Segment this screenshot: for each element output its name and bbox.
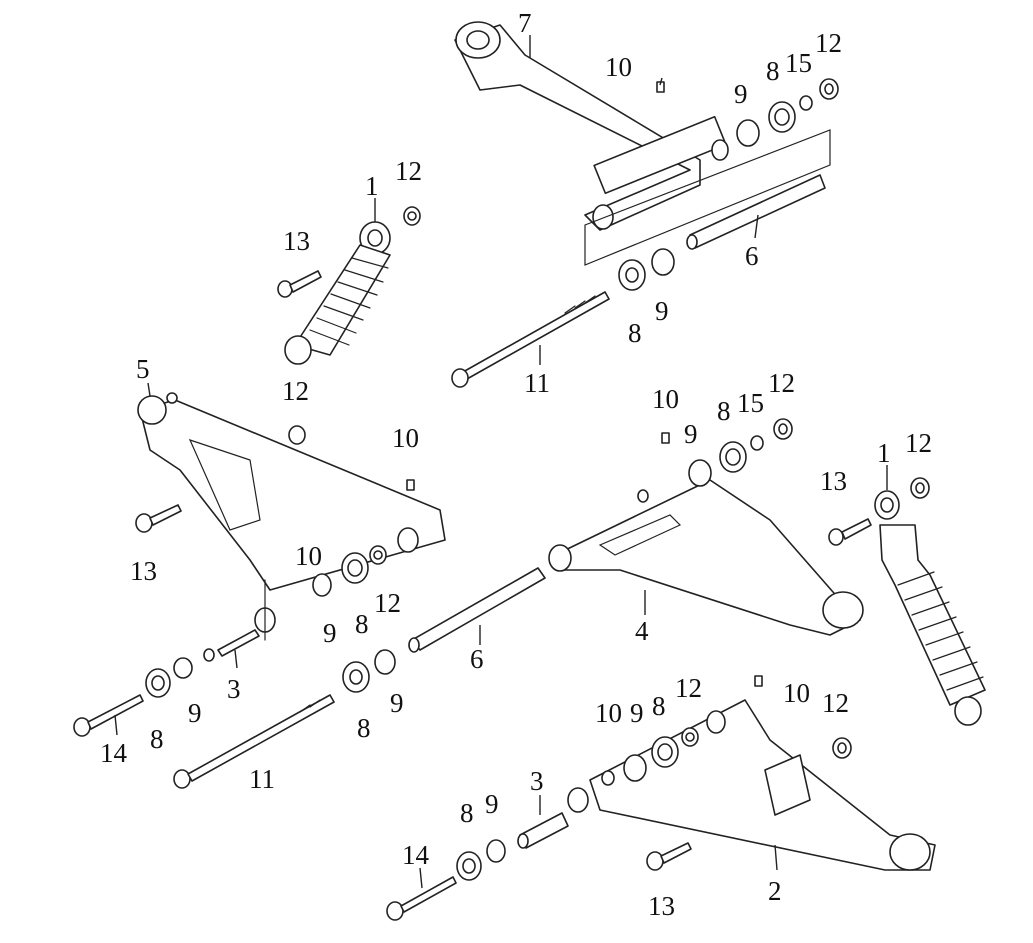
- callout: 2: [768, 876, 782, 906]
- bolt-13-bottom: [646, 842, 692, 871]
- lower-arm-part-2: [589, 699, 936, 871]
- grease-fitting-10-left: [406, 479, 415, 491]
- bolt-13-left: [135, 504, 182, 533]
- callout-labels: 1 1 2 3 3 4 5 6 6 7 8 8 8 8 8 8 8 8 9 9 …: [100, 8, 932, 921]
- pivot-tube-6-upper: [686, 174, 826, 250]
- callout: 6: [745, 241, 759, 271]
- callout: 14: [402, 840, 430, 870]
- callout: 8: [357, 713, 371, 743]
- callout: 13: [130, 556, 157, 586]
- callout: 9: [390, 688, 404, 718]
- bushings-center: [661, 418, 793, 487]
- callout: 9: [684, 419, 698, 449]
- callout: 8: [355, 609, 369, 639]
- knuckle-arm-part-5: [137, 392, 446, 641]
- callout: 8: [460, 798, 474, 828]
- callout: 15: [737, 388, 764, 418]
- callout: 10: [595, 698, 622, 728]
- callout: 12: [815, 28, 842, 58]
- callout: 10: [652, 384, 679, 414]
- bolt-13-upper-left: [277, 270, 322, 298]
- callout: 5: [136, 354, 150, 384]
- callout: 9: [323, 618, 337, 648]
- callout: 9: [655, 296, 669, 326]
- callout: 4: [635, 616, 649, 646]
- bushings-upper-right: [618, 78, 839, 291]
- shock-absorber-1-left: [284, 206, 421, 365]
- callout: 12: [822, 688, 849, 718]
- bolt-11-upper: [451, 291, 610, 388]
- callout: 8: [717, 396, 731, 426]
- shock-absorber-1-right: [874, 477, 986, 726]
- bushings-lower-mid: [342, 649, 396, 693]
- callout: 9: [734, 79, 748, 109]
- bolt-14-left: [73, 694, 144, 737]
- callout: 11: [524, 368, 550, 398]
- callout: 12: [905, 428, 932, 458]
- bushings-lower-left: [145, 648, 215, 698]
- callout: 10: [605, 52, 632, 82]
- callout: 11: [249, 764, 275, 794]
- callout: 13: [648, 891, 675, 921]
- callout: 9: [630, 698, 644, 728]
- callout: 10: [295, 541, 322, 571]
- callout: 9: [485, 789, 499, 819]
- callout: 15: [785, 48, 812, 78]
- bushings-lower-right: [567, 675, 852, 813]
- callout: 8: [652, 691, 666, 721]
- callout: 1: [877, 438, 891, 468]
- lower-arm-part-4: [548, 479, 864, 636]
- callout: 3: [227, 674, 241, 704]
- upper-arm-part-7: [454, 21, 831, 266]
- bushings-bottom: [456, 812, 569, 881]
- callout: 9: [188, 698, 202, 728]
- callout: 12: [395, 156, 422, 186]
- bolt-11-lower: [173, 694, 335, 789]
- callout: 12: [374, 588, 401, 618]
- callout: 12: [675, 673, 702, 703]
- bushings-mid-left: [312, 545, 387, 597]
- callout: 8: [150, 724, 164, 754]
- callout: 1: [365, 171, 379, 201]
- callout: 12: [282, 376, 309, 406]
- leader-lines: [114, 35, 888, 889]
- pivot-tube-6-lower: [408, 567, 546, 653]
- callout: 6: [470, 644, 484, 674]
- callout: 13: [820, 466, 847, 496]
- callout: 8: [766, 56, 780, 86]
- callout: 10: [783, 678, 810, 708]
- callout: 14: [100, 738, 128, 768]
- callout: 12: [768, 368, 795, 398]
- callout: 13: [283, 226, 310, 256]
- bolt-13-right: [828, 518, 872, 546]
- callout: 8: [628, 318, 642, 348]
- callout: 3: [530, 766, 544, 796]
- callout: 10: [392, 423, 419, 453]
- washer-12-left: [288, 425, 306, 445]
- callout: 7: [518, 8, 532, 38]
- tube-3-left: [217, 629, 260, 657]
- bolt-14-right: [386, 876, 457, 921]
